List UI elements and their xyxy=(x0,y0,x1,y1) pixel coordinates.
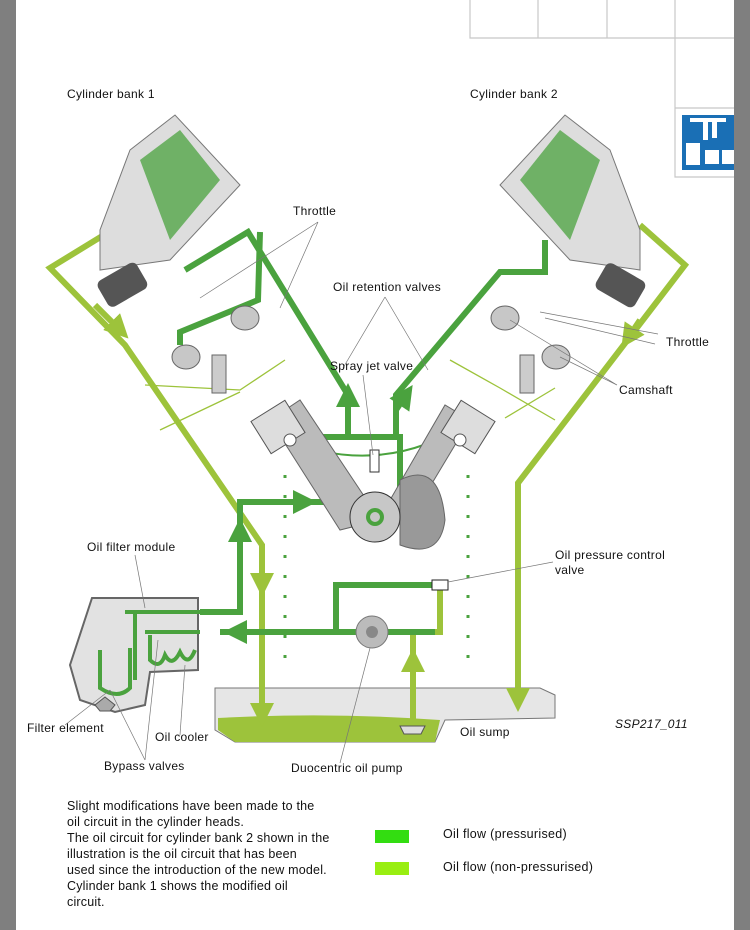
description-line: illustration is the oil circuit that has… xyxy=(67,847,297,861)
label-oil-retention-valves: Oil retention valves xyxy=(333,280,442,294)
label-camshaft: Camshaft xyxy=(619,383,673,397)
label-oil-sump: Oil sump xyxy=(460,725,510,739)
description-line: oil circuit in the cylinder heads. xyxy=(67,815,245,829)
label-duocentric-oil-pump: Duocentric oil pump xyxy=(291,761,403,775)
oil-pressure-control-valve xyxy=(431,579,449,591)
cylinder-head-1 xyxy=(97,114,260,394)
crank-assembly xyxy=(250,399,496,550)
label-oil-cooler: Oil cooler xyxy=(155,730,209,744)
label-throttle-right: Throttle xyxy=(666,335,710,349)
label-bypass-valves: Bypass valves xyxy=(104,759,185,773)
header-grid xyxy=(469,0,734,178)
cylinder-head-2 xyxy=(490,114,646,394)
description-line: The oil circuit for cylinder bank 2 show… xyxy=(67,831,330,845)
label-throttle-left: Throttle xyxy=(293,204,337,218)
label-oil-filter-module: Oil filter module xyxy=(87,540,176,554)
oil-filter-module xyxy=(68,597,200,714)
legend-swatch-non-pressurised xyxy=(375,862,409,875)
description-line: Cylinder bank 1 shows the modified oil xyxy=(67,879,288,893)
description-line: circuit. xyxy=(67,895,105,909)
label-cylinder-bank-2: Cylinder bank 2 xyxy=(470,87,558,101)
legend-label-non-pressurised: Oil flow (non-pressurised) xyxy=(443,860,594,874)
label-oil-pressure-control-valve-2: valve xyxy=(555,563,585,577)
label-filter-element: Filter element xyxy=(27,721,104,735)
spray-jet-valve xyxy=(369,449,380,473)
description-line: used since the introduction of the new m… xyxy=(67,863,327,877)
label-spray-jet-valve: Spray jet valve xyxy=(330,359,414,373)
description-text: Slight modifications have been made to t… xyxy=(67,798,367,910)
duocentric-oil-pump xyxy=(355,615,389,649)
label-oil-pressure-control-valve-1: Oil pressure control xyxy=(555,548,666,562)
legend-swatch-pressurised xyxy=(375,830,409,843)
oil-sump xyxy=(214,687,556,743)
label-cylinder-bank-1: Cylinder bank 1 xyxy=(67,87,155,101)
description-line: Slight modifications have been made to t… xyxy=(67,799,315,813)
figure-id: SSP217_011 xyxy=(615,717,688,731)
legend-label-pressurised: Oil flow (pressurised) xyxy=(443,827,567,841)
engine-section-icon xyxy=(682,115,734,170)
leader-lines xyxy=(64,221,659,764)
